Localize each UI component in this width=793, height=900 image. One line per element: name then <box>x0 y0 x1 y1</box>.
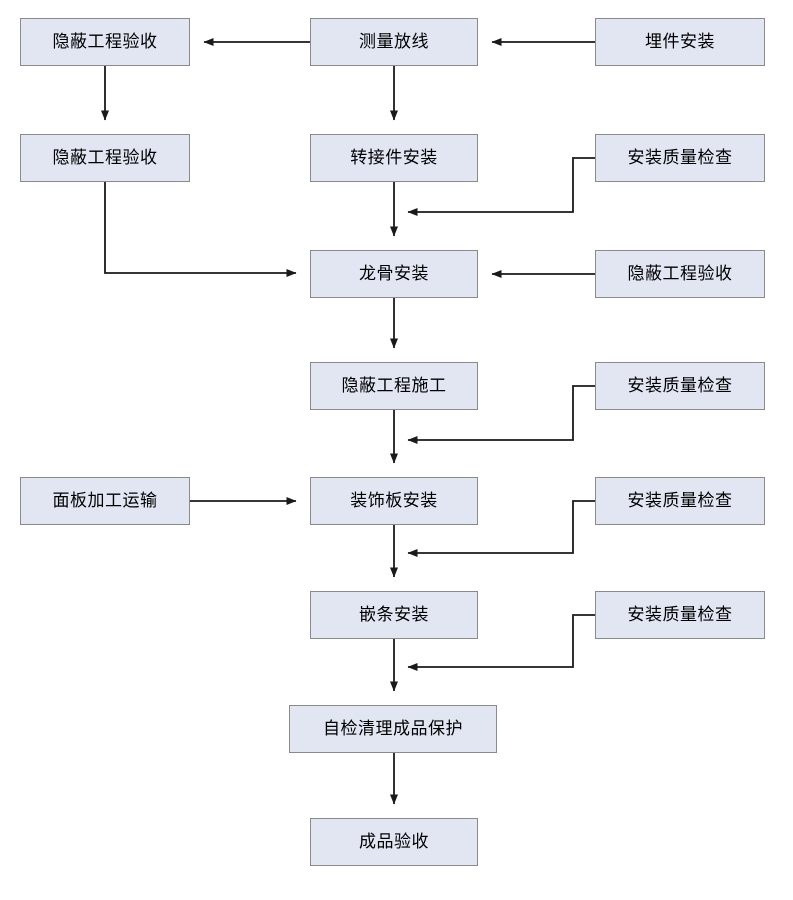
node-mianban-jiagong-yunshu[interactable]: 面板加工运输 <box>20 477 190 525</box>
node-label: 转接件安装 <box>350 147 438 168</box>
node-longgu-anzhuang[interactable]: 龙骨安装 <box>310 250 478 298</box>
node-label: 成品验收 <box>359 831 429 852</box>
node-label: 隐蔽工程验收 <box>52 147 158 168</box>
edge-yinbi2-to-longgu <box>104 182 297 277</box>
node-chengpin-yanshou[interactable]: 成品验收 <box>310 818 478 866</box>
node-maijian-anzhuang[interactable]: 埋件安装 <box>595 18 765 66</box>
node-yinbi-gongcheng-yanshou-1[interactable]: 隐蔽工程验收 <box>20 18 190 66</box>
node-anzhuang-zhiliang-jiancha-1[interactable]: 安装质量检查 <box>595 134 765 182</box>
node-anzhuang-zhiliang-jiancha-3[interactable]: 安装质量检查 <box>595 477 765 525</box>
node-label: 面板加工运输 <box>52 490 158 511</box>
node-celiang-fangxian[interactable]: 测量放线 <box>310 18 478 66</box>
node-label: 测量放线 <box>359 31 429 52</box>
node-label: 安装质量检查 <box>627 375 733 396</box>
node-yinbi-gongcheng-yanshou-3[interactable]: 隐蔽工程验收 <box>595 250 765 298</box>
node-yinbi-gongcheng-shigong[interactable]: 隐蔽工程施工 <box>310 362 478 410</box>
node-label: 嵌条安装 <box>359 604 429 625</box>
node-zhuangshiban-anzhuang[interactable]: 装饰板安装 <box>310 477 478 525</box>
node-anzhuang-zhiliang-jiancha-4[interactable]: 安装质量检查 <box>595 591 765 639</box>
edge-zhiliang3-elbow <box>407 500 595 557</box>
node-zijian-qingli-chengpin-baohu[interactable]: 自检清理成品保护 <box>289 705 497 753</box>
node-label: 隐蔽工程验收 <box>52 31 158 52</box>
node-label: 龙骨安装 <box>359 263 429 284</box>
node-label: 隐蔽工程施工 <box>341 375 447 396</box>
edge-zhiliang1-elbow <box>407 157 595 216</box>
node-yinbi-gongcheng-yanshou-2[interactable]: 隐蔽工程验收 <box>20 134 190 182</box>
node-zhuanjiejian-anzhuang[interactable]: 转接件安装 <box>310 134 478 182</box>
edge-zhiliang2-elbow <box>407 385 595 444</box>
node-label: 自检清理成品保护 <box>323 718 463 739</box>
node-label: 安装质量检查 <box>627 147 733 168</box>
node-label: 安装质量检查 <box>627 604 733 625</box>
node-anzhuang-zhiliang-jiancha-2[interactable]: 安装质量检查 <box>595 362 765 410</box>
node-label: 安装质量检查 <box>627 490 733 511</box>
node-qiantiao-anzhuang[interactable]: 嵌条安装 <box>310 591 478 639</box>
edge-zhiliang4-elbow <box>407 614 595 671</box>
node-label: 隐蔽工程验收 <box>627 263 733 284</box>
node-label: 埋件安装 <box>645 31 715 52</box>
node-label: 装饰板安装 <box>350 490 438 511</box>
